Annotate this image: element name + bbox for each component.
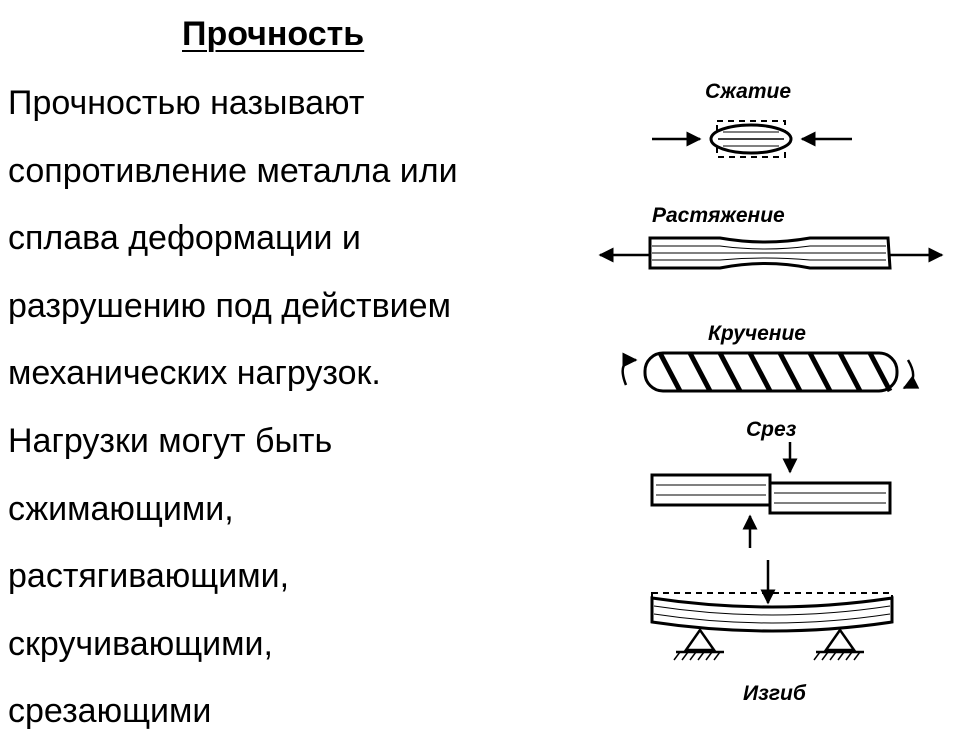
support-icon (683, 627, 717, 652)
compression-label: Сжатие (705, 80, 791, 103)
rotation-arrow-icon (902, 359, 920, 390)
text-line: Нагрузки могут быть (8, 421, 333, 460)
text-line: сжимающими, (8, 489, 234, 528)
text-line: растягивающими, (8, 557, 290, 596)
text-line: разрушению под действием (8, 286, 451, 325)
page-title: Прочность (182, 15, 365, 53)
text-line: сопротивление металла или (8, 151, 458, 190)
deformation-diagram: Сжатие Растяжение Кручение (598, 80, 944, 705)
bending-label: Изгиб (743, 682, 807, 705)
bending-figure: Изгиб (650, 560, 894, 705)
body-text: Прочностью называют сопротивление металл… (8, 80, 608, 756)
shear-label: Срез (746, 418, 797, 441)
text-line: Прочностью называют (8, 84, 365, 122)
compression-figure: Сжатие (652, 80, 852, 158)
torsion-figure: Кручение (621, 322, 920, 393)
tension-figure: Растяжение (598, 204, 944, 270)
text-line: сплава деформации и (8, 219, 361, 258)
torsion-label: Кручение (708, 322, 806, 345)
rotation-arrow-icon (621, 352, 638, 386)
text-line: механических нагрузок. (8, 354, 381, 393)
text-line: срезающими (8, 692, 212, 731)
tension-label: Растяжение (652, 204, 785, 227)
text-line: скручивающими, (8, 624, 273, 663)
support-icon (823, 627, 857, 652)
shear-figure: Срез (650, 418, 892, 548)
